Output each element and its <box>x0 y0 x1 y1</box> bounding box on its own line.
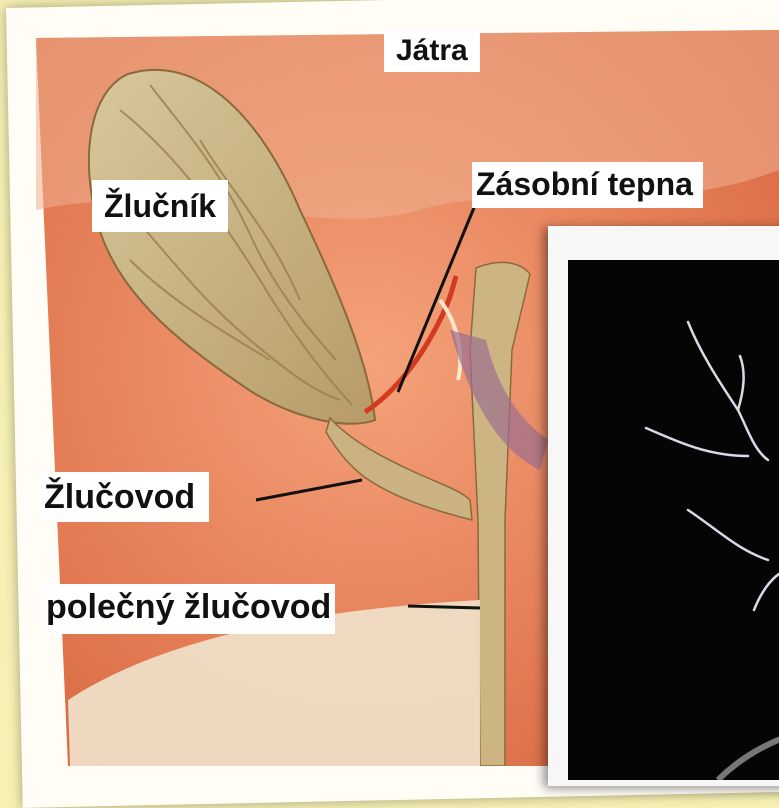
label-cystic-duct: Žlučovod <box>40 472 209 522</box>
collage: Játra Žlučník Zásobní tepna Žlučovod pol… <box>0 0 779 766</box>
label-liver: Játra <box>384 30 480 72</box>
photo-frame <box>548 226 779 786</box>
label-common-bile-duct: polečný žlučovod <box>44 584 335 634</box>
label-gallbladder: Žlučník <box>92 180 228 232</box>
common-duct-pointer <box>408 606 480 608</box>
label-artery: Zásobní tepna <box>472 162 703 208</box>
xray-photo <box>568 260 779 780</box>
xray-ducts <box>568 260 779 780</box>
